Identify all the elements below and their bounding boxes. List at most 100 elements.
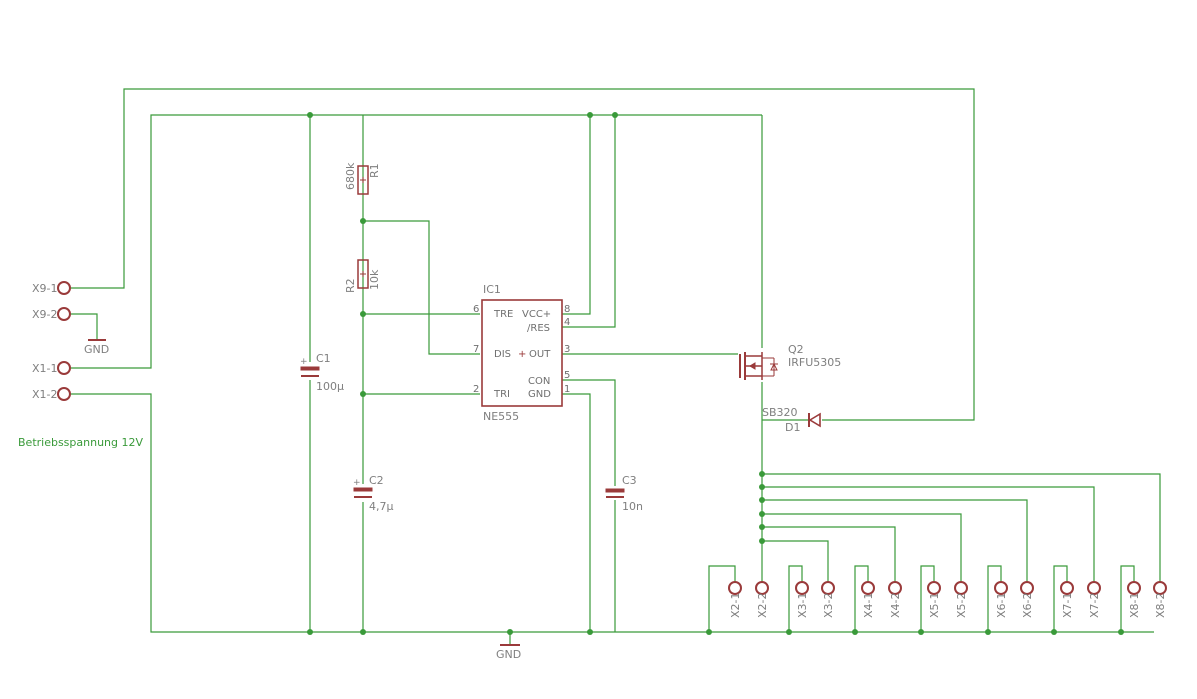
connector-label: X4-2: [889, 592, 902, 618]
mosfet-diode-icon: [770, 362, 778, 371]
d1-name: D1: [785, 421, 800, 434]
resistor-body-icon: [357, 165, 369, 195]
junction-dot: [307, 629, 313, 635]
r2-value: 10k: [368, 269, 381, 290]
ic-pin-label: /RES: [527, 323, 550, 334]
diode-body-icon: [808, 412, 821, 428]
connector-x2-1-icon[interactable]: [728, 581, 742, 595]
wire-vcc8: [562, 115, 591, 315]
wire-x8-2: [762, 473, 1161, 582]
diode-d1[interactable]: SB320 D1: [762, 406, 821, 434]
wire-x6-1: [987, 565, 1002, 632]
connector-x5-1-icon[interactable]: [927, 581, 941, 595]
ic-pin-number: 8: [564, 304, 570, 315]
connector-x6-2-icon[interactable]: [1020, 581, 1034, 595]
ic-pin-label: TRI: [493, 389, 510, 400]
connector-x7-1-icon[interactable]: [1060, 581, 1074, 595]
junction-dot: [759, 471, 765, 477]
ic-pin-number: 2: [473, 384, 479, 395]
junction-dot: [1051, 629, 1057, 635]
wires: [70, 88, 1161, 645]
capacitor-c3[interactable]: C3 10n: [604, 474, 643, 513]
connector-label: X3-1: [796, 592, 809, 618]
junction-dot: [1118, 629, 1124, 635]
connector-label: X7-1: [1061, 592, 1074, 618]
connector-x8-2-icon[interactable]: [1153, 581, 1167, 595]
junction-dot: [587, 629, 593, 635]
connector-x2-2-icon[interactable]: [755, 581, 769, 595]
junction-dot: [852, 629, 858, 635]
junction-dot: [360, 218, 366, 224]
connector-label: X2-1: [729, 592, 742, 618]
junction-dot: [786, 629, 792, 635]
resistor-r2[interactable]: R2 10k: [344, 259, 381, 293]
junction-dot: [706, 629, 712, 635]
connector-x9-2-icon[interactable]: [57, 307, 71, 321]
connector-x3-2-icon[interactable]: [821, 581, 835, 595]
capacitor-plus-icon: +: [300, 357, 308, 367]
ic-pin-label: OUT: [529, 349, 551, 360]
connector-x6-1-icon[interactable]: [994, 581, 1008, 595]
connector-x4-2-icon[interactable]: [888, 581, 902, 595]
net-label-supply: Betriebsspannung 12V: [18, 436, 144, 449]
ic-pin-number: 4: [564, 317, 570, 328]
connector-x5-2-icon[interactable]: [954, 581, 968, 595]
mosfet-q2[interactable]: Q2 IRFU5305: [738, 343, 841, 382]
c2-name: C2: [369, 474, 384, 487]
connector-x8-1-icon[interactable]: [1127, 581, 1141, 595]
wire-x6-2: [762, 499, 1028, 582]
connector-label: X6-1: [995, 592, 1008, 618]
connector-x7-2-icon[interactable]: [1087, 581, 1101, 595]
q2-name: Q2: [788, 343, 804, 356]
connector-x4-1-icon[interactable]: [861, 581, 875, 595]
capacitor-plate-icon: [353, 487, 373, 492]
wire-x9-loop: [70, 88, 975, 421]
ic-pin-number: 7: [473, 344, 479, 355]
gnd-symbol-bottom: GND: [496, 644, 521, 661]
junction-dot: [759, 484, 765, 490]
left-connectors: X9-1 X9-2 X1-1 X1-2 Betriebsspannung 12V: [18, 281, 144, 449]
connector-x9-1-icon[interactable]: [57, 281, 71, 295]
connector-label: X4-1: [862, 592, 875, 618]
junction-dot: [307, 112, 313, 118]
junction-dot: [360, 391, 366, 397]
r1-name: R1: [368, 163, 381, 178]
junction-dot: [587, 112, 593, 118]
wire-x4-1: [854, 565, 869, 632]
connector-label-x9-2: X9-2: [32, 308, 58, 321]
wire-x5-2: [762, 513, 962, 582]
connector-x1-1-icon[interactable]: [57, 361, 71, 375]
gnd-label-bottom: GND: [496, 648, 521, 661]
c2-value: 4,7µ: [369, 500, 394, 513]
wire-gnd1: [562, 393, 591, 632]
ic-pin-number: 1: [564, 384, 570, 395]
capacitor-c2[interactable]: + C2 4,7µ: [352, 474, 394, 513]
ic-pin-label: VCC+: [522, 309, 551, 320]
wire-gnd-rail: [70, 393, 1154, 633]
c1-value: 100µ: [316, 380, 344, 393]
c3-name: C3: [622, 474, 637, 487]
ic1-name: IC1: [483, 283, 501, 296]
resistor-r1[interactable]: R1 680k: [344, 162, 381, 195]
wire-vcc-rail: [70, 114, 762, 369]
connector-label: X5-2: [955, 592, 968, 618]
capacitor-plate-icon: [605, 488, 625, 493]
wire-dis: [363, 220, 480, 355]
wire-x4-2: [762, 526, 896, 582]
connector-label-x1-1: X1-1: [32, 362, 58, 375]
connector-x3-1-icon[interactable]: [795, 581, 809, 595]
junction-dot: [507, 629, 513, 635]
r1-value: 680k: [344, 162, 357, 190]
c3-value: 10n: [622, 500, 643, 513]
ic-pin-number: 5: [564, 370, 570, 381]
junction-dot: [759, 524, 765, 530]
capacitor-plate-icon: [300, 366, 320, 371]
wire-x9-gnd: [70, 313, 98, 340]
ic-pin-label: TRE: [493, 309, 513, 320]
capacitor-c1[interactable]: + C1 100µ: [300, 352, 344, 393]
ic-ne555[interactable]: IC1 NE555 TRE 6 DIS 7 TRI 2 VCC+ 8 /RES …: [473, 283, 570, 423]
mosfet-arrow-icon: [749, 362, 756, 370]
connector-x1-2-icon[interactable]: [57, 387, 71, 401]
junctions: [307, 112, 1124, 635]
